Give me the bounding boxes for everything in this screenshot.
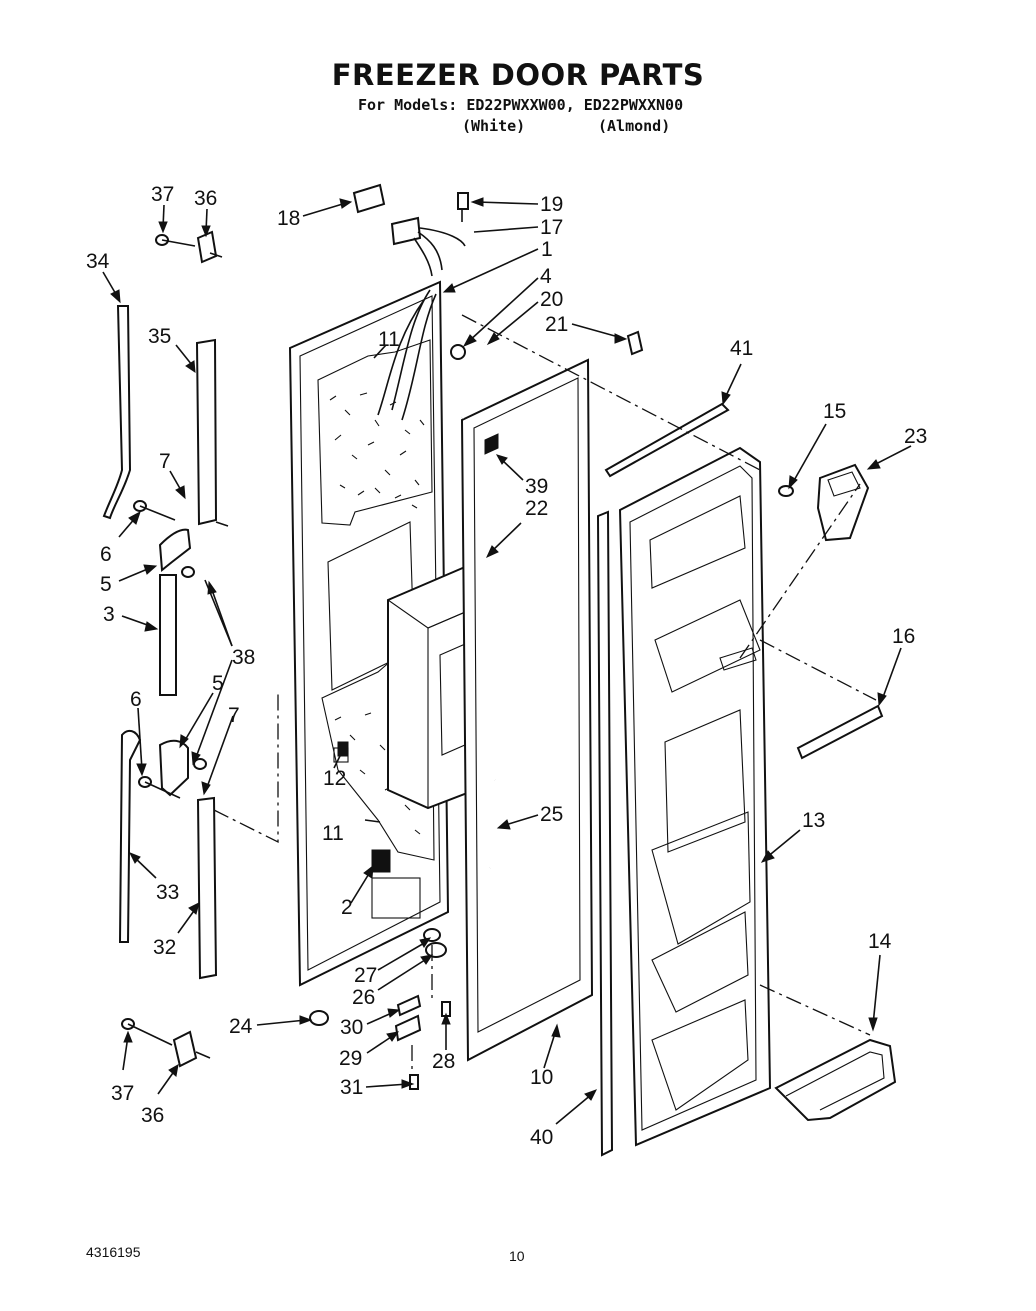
door-panel: [288, 280, 450, 987]
color-almond-label: (Almond): [598, 117, 671, 135]
color-white-label: (White): [462, 117, 526, 135]
callout-36-lower: 36: [141, 1104, 164, 1127]
callout-6-lower: 6: [130, 688, 142, 711]
callout-6-upper: 6: [100, 543, 112, 566]
callout-4: 4: [540, 265, 552, 288]
callout-37-upper: 37: [151, 183, 174, 206]
models-line: For Models: ED22PWXXW00, ED22PWXXN00: [358, 96, 684, 114]
callout-40: 40: [530, 1126, 553, 1149]
callout-26: 26: [352, 986, 375, 1009]
callout-27: 27: [354, 964, 377, 987]
diagram-title: FREEZER DOOR PARTS: [331, 58, 705, 92]
callout-29: 29: [339, 1047, 362, 1070]
callout-31: 31: [340, 1076, 363, 1099]
callout-20: 20: [540, 288, 563, 311]
page-number: 10: [509, 1248, 525, 1264]
callout-5-upper: 5: [100, 573, 112, 596]
callout-1: 1: [541, 238, 553, 261]
callout-15: 15: [823, 400, 846, 423]
callout-17: 17: [540, 216, 563, 239]
callout-34: 34: [86, 250, 110, 273]
callout-13: 13: [802, 809, 825, 832]
callout-labels: 37 36 34 35 7 6 5 3 38 6 5 7 33 32 37 36…: [86, 183, 927, 1149]
callout-7-upper: 7: [159, 450, 171, 473]
alignment-lines: [213, 314, 877, 1075]
callout-7-lower: 7: [228, 704, 240, 727]
callout-12: 12: [323, 767, 346, 790]
callout-19: 19: [540, 193, 563, 216]
callout-14: 14: [868, 930, 892, 953]
callout-3: 3: [103, 603, 115, 626]
callout-25: 25: [540, 803, 563, 826]
callout-39: 39: [525, 475, 548, 498]
callout-16: 16: [892, 625, 915, 648]
callout-10: 10: [530, 1066, 553, 1089]
inner-door-liner: [618, 446, 772, 1147]
callout-35: 35: [148, 325, 171, 348]
callout-38: 38: [232, 646, 255, 669]
callout-23: 23: [904, 425, 927, 448]
handle-assembly: [102, 230, 229, 1068]
callout-11-lower: 11: [322, 822, 344, 845]
callout-24: 24: [229, 1015, 253, 1038]
callout-18: 18: [277, 207, 300, 230]
small-parts: [309, 183, 897, 1122]
callout-5-lower: 5: [212, 672, 224, 695]
callout-41: 41: [730, 337, 753, 360]
part-number: 4316195: [86, 1244, 141, 1260]
callout-28: 28: [432, 1050, 455, 1073]
callout-21: 21: [545, 313, 568, 336]
seal-strip: [596, 510, 614, 1157]
callout-22: 22: [525, 497, 548, 520]
callout-32: 32: [153, 936, 176, 959]
callout-36-upper: 36: [194, 187, 217, 210]
callout-11-upper: 11: [378, 328, 400, 351]
gasket: [460, 358, 594, 1062]
callout-30: 30: [340, 1016, 363, 1039]
callout-37-lower: 37: [111, 1082, 134, 1105]
leader-lines: [102, 197, 912, 1125]
callout-2: 2: [341, 896, 353, 919]
callout-33: 33: [156, 881, 179, 904]
